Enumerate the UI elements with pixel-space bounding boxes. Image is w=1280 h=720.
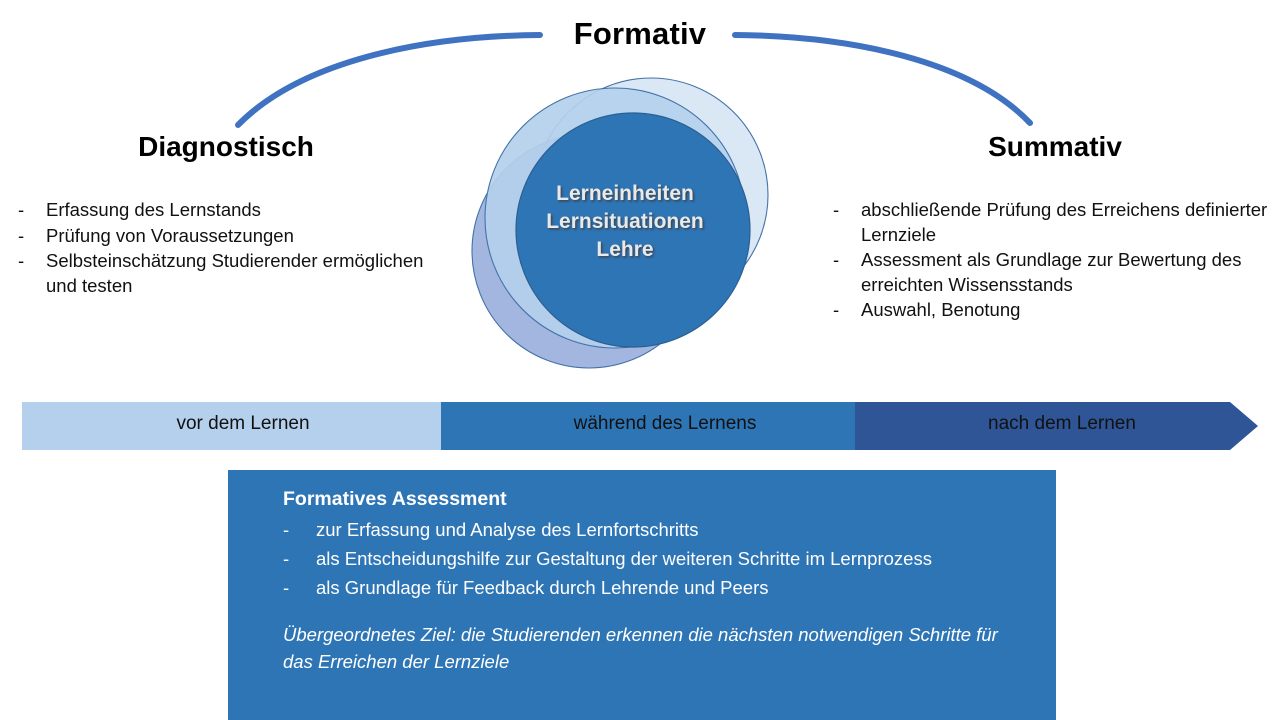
list-item: - zur Erfassung und Analyse des Lernfort… [283, 516, 1030, 544]
callout-note: Übergeordnetes Ziel: die Studierenden er… [283, 624, 998, 673]
timeline-label-1: vor dem Lernen [176, 413, 310, 434]
timeline-label-3: nach dem Lernen [988, 413, 1136, 434]
column-list-diagnostisch: - Erfassung des Lernstands - Prüfung von… [18, 198, 438, 299]
column-list-summativ: - abschließende Prüfung des Erreichens d… [833, 198, 1273, 324]
timeline-label-2: während des Lernens [573, 413, 757, 434]
bullet-dash: - [833, 299, 840, 321]
callout-box: Formatives Assessment - zur Erfassung un… [228, 470, 1056, 720]
list-item-text: abschließende Prüfung des Erreichens def… [861, 199, 1268, 245]
headline-formativ: Formativ [573, 16, 707, 51]
venn-label-line-3: Lehre [596, 237, 654, 261]
column-title-diagnostisch: Diagnostisch [138, 131, 314, 162]
list-item-text: als Entscheidungshilfe zur Gestaltung de… [316, 548, 932, 570]
bullet-dash: - [18, 199, 25, 220]
list-item: - als Entscheidungshilfe zur Gestaltung … [283, 545, 1030, 573]
bullet-dash: - [18, 224, 25, 246]
column-title-summativ: Summativ [988, 131, 1122, 162]
timeline-segment-1 [22, 402, 469, 450]
list-item-text: Prüfung von Voraussetzungen [46, 224, 294, 246]
list-item: - Prüfung von Voraussetzungen [18, 224, 438, 249]
list-item-text: zur Erfassung und Analyse des Lernfortsc… [316, 519, 699, 540]
callout-title: Formatives Assessment [283, 488, 507, 510]
list-item-text: Assessment als Grundlage zur Bewertung d… [861, 249, 1242, 295]
bullet-dash: - [283, 519, 290, 540]
list-item: - abschließende Prüfung des Erreichens d… [833, 198, 1273, 247]
bullet-dash: - [18, 250, 25, 272]
list-item-text: Selbsteinschätzung Studierender ermöglic… [46, 250, 424, 296]
venn-circles [455, 55, 795, 395]
list-item-text: Auswahl, Benotung [861, 299, 1021, 321]
timeline-band [0, 402, 1280, 450]
list-item-text: Erfassung des Lernstands [46, 199, 261, 220]
venn-circle-core [515, 112, 751, 348]
venn-label-line-1: Lerneinheiten [556, 182, 694, 205]
list-item: - Assessment als Grundlage zur Bewertung… [833, 248, 1273, 297]
list-item: - Auswahl, Benotung [833, 298, 1273, 323]
list-item: - Selbsteinschätzung Studierender ermögl… [18, 249, 438, 298]
venn-label-line-2: Lernsituationen [546, 209, 704, 233]
list-item-text: als Grundlage für Feedback durch Lehrend… [316, 577, 769, 599]
bullet-dash: - [283, 548, 290, 570]
callout-list: - zur Erfassung und Analyse des Lernfort… [283, 516, 1030, 602]
timeline-segment-2 [441, 402, 883, 450]
bullet-dash: - [833, 199, 840, 220]
list-item: - Erfassung des Lernstands [18, 198, 438, 223]
timeline-segment-3 [855, 402, 1258, 450]
venn-center-label: Lerneinheiten Lernsituationen Lehre [470, 180, 780, 264]
list-item: - als Grundlage für Feedback durch Lehre… [283, 574, 1030, 602]
bullet-dash: - [283, 577, 290, 599]
bullet-dash: - [833, 249, 840, 271]
